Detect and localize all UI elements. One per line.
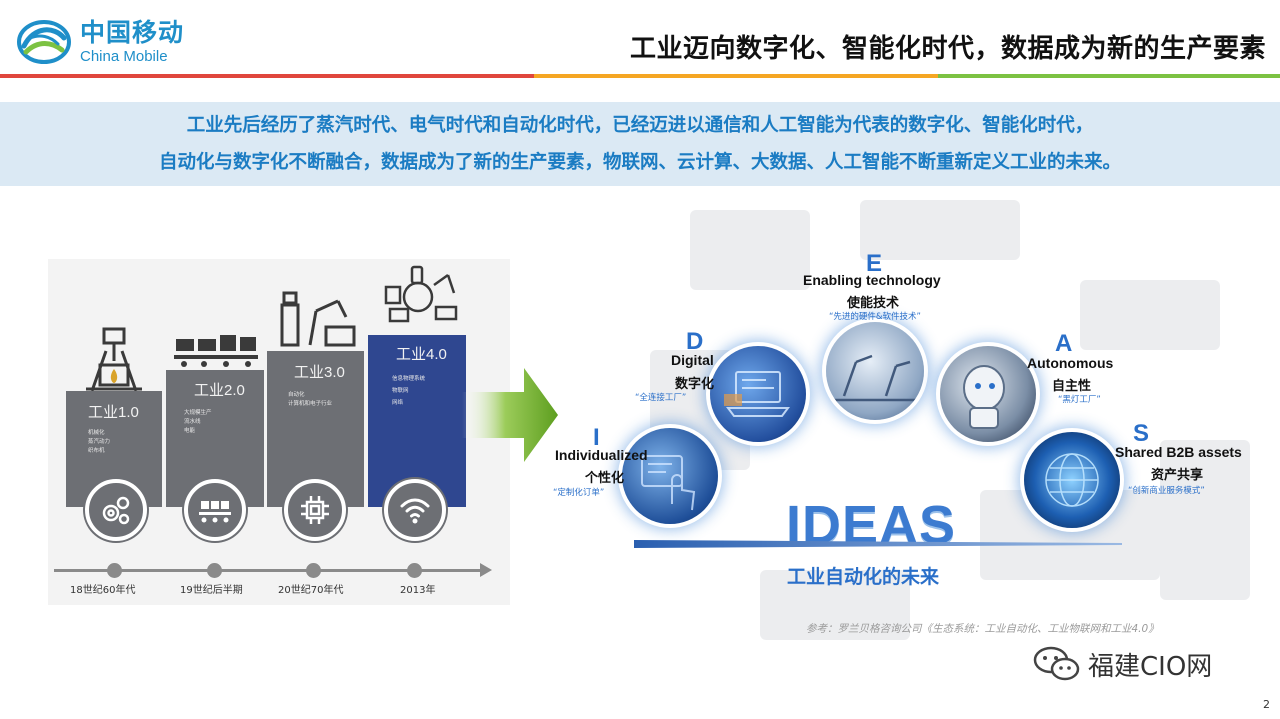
slide-title: 工业迈向数字化、智能化时代，数据成为新的生产要素 [629,34,1266,64]
cn-label-shared-b2b-assets: 资产共享 [1151,468,1204,483]
logo-cn-text: 中国移动 [80,18,185,47]
laptop-icon [724,371,790,417]
timeline-date-1: 18世纪60年代 [70,585,136,596]
timeline-date-3: 20世纪70年代 [278,585,344,596]
chip-icon [301,496,329,524]
stage-circle-4 [384,479,446,541]
quote-digital: “全连接工厂” [635,393,687,403]
ideas-subtitle: 工业自动化的未来 [787,566,940,588]
factory-robots-icon [834,354,916,402]
letter-d: D [686,328,704,355]
stage-circle-1 [85,479,147,541]
quote-autonomous: “黑灯工厂” [1058,395,1101,405]
stage-label-4: 工业4.0 [396,346,447,363]
stage-items-2: 大规模生产 流水线 电能 [184,409,212,436]
timeline-dot-2 [207,563,222,578]
stage-items-3: 自动化 计算机和电子行业 [288,391,332,409]
wechat-watermark: 福建CIO网 [1032,644,1212,684]
label-shared-b2b-assets: Shared B2B assets [1115,444,1242,460]
intro-band: 工业先后经历了蒸汽时代、电气时代和自动化时代，已经迈进以通信和人工智能为代表的数… [0,102,1280,186]
stage-label-1: 工业1.0 [88,404,139,421]
conveyor-icon [199,501,231,523]
timeline-axis-arrow [480,563,492,577]
label-individualized: Individualized [555,447,648,463]
stage-circle-3 [284,479,346,541]
stage-4-item-1: 信息物理系统 [392,376,426,382]
page-number: 2 [1263,698,1270,711]
label-autonomous: Autonomous [1027,355,1114,371]
bubble-shared-b2b-assets [1024,432,1120,528]
robot-head-icon [963,365,1005,429]
stage-4-item-2: 物联网 [392,388,409,394]
stage-box-4 [368,335,466,507]
quote-enabling-technology: “先进的硬件&软件技术” [829,312,921,322]
timeline-dot-4 [407,563,422,578]
bubble-individualized [622,428,718,524]
label-enabling-technology: Enabling technology [803,272,941,288]
timeline-dot-3 [306,563,321,578]
china-mobile-logo: 中国移动 China Mobile [16,16,184,68]
wechat-icon [1033,646,1080,681]
watermark-text: 福建CIO网 [1088,651,1213,682]
stage-label-2: 工业2.0 [194,382,245,399]
bubble-enabling-technology [826,322,924,420]
wifi-icon [400,498,430,524]
stage-4-item-3: 网络 [392,400,404,406]
globe-network-icon [1045,453,1099,507]
bubble-digital [710,346,806,442]
iot-devices-icon [384,265,458,323]
cn-label-autonomous: 自主性 [1052,379,1092,394]
ideas-underline-arrow [634,540,1122,548]
letter-i: I [593,424,600,451]
cn-label-digital: 数字化 [675,377,715,392]
stage-items-4: 信息物理系统 物联网 网络 [392,373,425,409]
cn-label-enabling-technology: 使能技术 [847,296,900,311]
china-mobile-logo-icon [17,20,71,64]
stage-3-item-2: 计算机和电子行业 [288,401,333,407]
stage-circle-2 [184,479,246,541]
letter-a: A [1055,330,1073,357]
timeline-date-4: 2013年 [400,585,436,596]
letter-e: E [866,250,883,277]
cn-label-individualized: 个性化 [585,471,625,486]
rule-orange [534,74,938,78]
stage-1-item-1: 机械化 [88,430,105,436]
robot-arm-icon [280,291,356,347]
bubble-autonomous [940,346,1036,442]
hand-touch-icon [641,455,696,511]
timeline-date-2: 19世纪后半期 [180,585,243,596]
quote-shared-b2b-assets: “创新商业服务模式” [1128,486,1205,496]
title-rule [0,74,1280,78]
letter-s: S [1133,420,1150,447]
stage-items-1: 机械化 蒸汽动力 织布机 [88,429,110,456]
background-factory-illustration [650,200,1250,640]
timeline-dot-1 [107,563,122,578]
label-digital: Digital [671,352,714,368]
reference-note: 参考：罗兰贝格咨询公司《生态系统：工业自动化、工业物联网和工业4.0》 [806,623,1159,635]
stage-2-item-3: 电能 [184,428,196,434]
stage-3-item-1: 自动化 [288,392,305,398]
stage-1-item-3: 织布机 [88,448,105,454]
quote-individualized: “定制化订单” [553,488,605,498]
green-transition-arrow [462,368,558,462]
rule-green [938,74,1280,78]
stage-1-item-2: 蒸汽动力 [88,439,111,445]
intro-line-2: 自动化与数字化不断融合，数据成为了新的生产要素，物联网、云计算、大数据、人工智能… [158,152,1121,173]
stage-label-3: 工业3.0 [294,364,345,381]
assembly-line-icon [174,335,258,367]
industry-timeline: 工业1.0 机械化 蒸汽动力 织布机 工业2.0 大规模生产 流水线 电能 [48,259,510,605]
oil-pump-icon [86,327,142,391]
intro-line-1: 工业先后经历了蒸汽时代、电气时代和自动化时代，已经迈进以通信和人工智能为代表的数… [186,115,1094,136]
stage-2-item-2: 流水线 [184,419,201,425]
timeline-axis [54,569,486,572]
rule-red [0,74,534,78]
gears-icon [102,496,130,525]
logo-en-text: China Mobile [80,48,168,65]
stage-2-item-1: 大规模生产 [184,410,212,416]
